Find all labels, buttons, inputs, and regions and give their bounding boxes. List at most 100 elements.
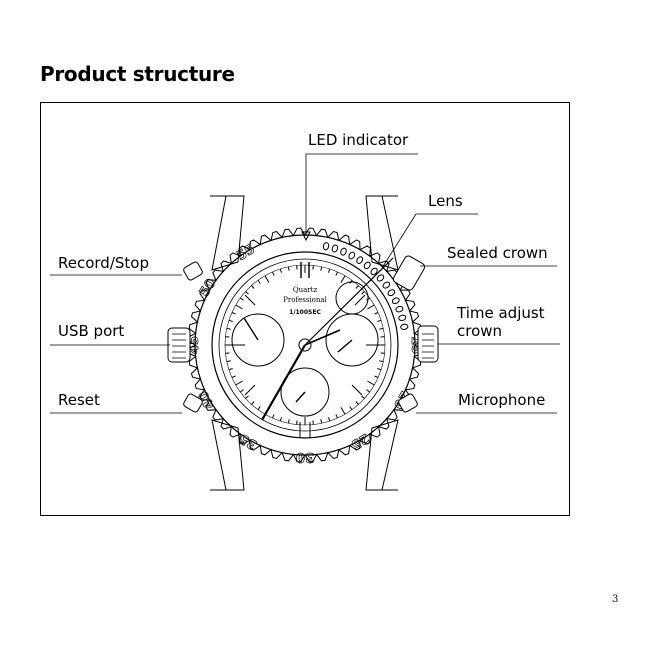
minute-tick [361, 395, 365, 399]
minute-tick [380, 352, 385, 354]
lug-bottom-right [365, 419, 399, 491]
minute-tick [367, 380, 375, 386]
lens-dot [382, 281, 391, 289]
minute-tick [361, 291, 365, 295]
minute-tick [380, 336, 385, 338]
dial-brand-line1: Quartz [293, 286, 318, 294]
label-time-adjust-line2: crown [457, 322, 503, 340]
minute-hand [304, 257, 394, 346]
minute-tick [226, 327, 231, 330]
label-sealed-crown: Sealed crown [447, 244, 548, 262]
lens-dot [370, 267, 378, 276]
minute-tick [251, 285, 255, 289]
minute-tick [377, 319, 382, 322]
hour-hand [261, 344, 306, 421]
minute-tick [349, 406, 353, 410]
minute-tick [328, 417, 331, 422]
lens-dot [322, 242, 330, 251]
minute-tick [340, 275, 346, 283]
bezel-number-30: 30 [296, 449, 314, 464]
minute-tick [225, 352, 230, 354]
minute-tick [328, 268, 331, 273]
minute-tick [279, 417, 282, 422]
minute-tick [245, 291, 249, 295]
bezel-inner-ring [211, 251, 399, 439]
minute-tick [296, 265, 298, 270]
minute-tick [279, 268, 282, 273]
minute-tick [312, 420, 314, 425]
subdial-bottom [280, 367, 330, 417]
minute-tick [235, 304, 243, 310]
usb-port-cap [167, 327, 191, 363]
lens-dot [376, 274, 385, 282]
lens-leader-diagonal [381, 213, 417, 269]
minute-tick [240, 297, 244, 301]
lug-top-right [365, 195, 399, 271]
minute-tick [379, 327, 384, 330]
time-adjust-crown [417, 325, 439, 363]
minute-tick [312, 265, 314, 270]
minute-tick [355, 401, 359, 405]
minute-tick [379, 360, 384, 363]
lens-dot [400, 323, 409, 330]
minute-tick [264, 275, 270, 283]
lens-dot [340, 247, 347, 256]
minute-tick [226, 360, 231, 363]
minute-tick [272, 271, 275, 276]
minute-tick [320, 266, 323, 271]
microphone-pusher [398, 393, 418, 413]
label-led-indicator: LED indicator [308, 131, 409, 149]
label-record-stop: Record/Stop [58, 254, 149, 272]
minute-tick [245, 395, 249, 399]
lug-bottom-left [211, 419, 245, 491]
minute-tick [374, 375, 379, 378]
sealed-crown [392, 255, 426, 291]
lens-dot [356, 256, 364, 264]
center-pin [298, 338, 312, 352]
label-microphone: Microphone [458, 391, 546, 409]
bezel-outer-ring [194, 234, 416, 456]
minute-tick [374, 312, 379, 315]
dial-subtext: 1/100SEC [289, 309, 321, 316]
dial-edge [218, 258, 392, 432]
minute-tick [225, 336, 230, 338]
lens-dot [398, 314, 407, 321]
minute-tick [355, 285, 359, 289]
minute-tick [251, 401, 255, 405]
minute-tick [231, 375, 236, 378]
product-diagram-frame [40, 102, 570, 516]
subdial-left [231, 313, 285, 367]
page-title: Product structure [40, 62, 235, 86]
label-lens: Lens [428, 192, 463, 210]
minute-tick [235, 380, 243, 386]
minute-tick [272, 414, 275, 419]
minute-tick [240, 389, 244, 393]
label-usb-port: USB port [58, 322, 125, 340]
minute-tick [257, 406, 261, 410]
minute-tick [335, 414, 338, 419]
bezel-number-45: 45 [187, 336, 202, 354]
minute-tick [296, 420, 298, 425]
minute-tick [366, 389, 370, 393]
lens-dot [391, 297, 400, 305]
minute-tick [377, 368, 382, 371]
minute-tick [287, 419, 290, 424]
minute-tick [228, 319, 233, 322]
minute-tick [320, 419, 323, 424]
lens-dot [348, 251, 356, 260]
bezel-number-25: 25 [348, 430, 371, 452]
minute-tick [287, 266, 290, 271]
lens-dot [363, 261, 371, 270]
minute-tick [257, 280, 261, 284]
second-hand [304, 329, 341, 346]
label-time-adjust-line1: Time adjust [457, 304, 545, 322]
dial-brand-line2: Professional [283, 296, 327, 304]
minute-tick [228, 368, 233, 371]
subdial-top-right [335, 281, 369, 315]
label-reset: Reset [58, 391, 100, 409]
lens-dot [331, 244, 339, 253]
minute-tick [340, 407, 346, 415]
lens-dots [322, 242, 409, 330]
page-number: 3 [612, 594, 619, 605]
